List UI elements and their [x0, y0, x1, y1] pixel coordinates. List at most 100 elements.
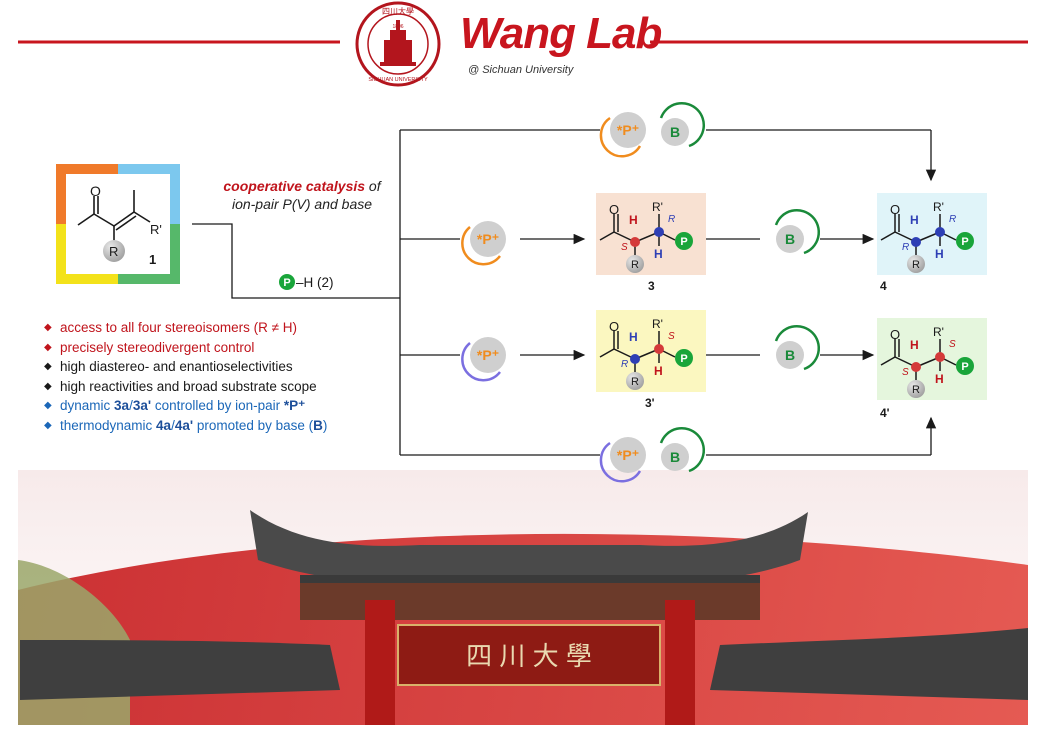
product-3-label: 3 — [648, 279, 655, 293]
bullet-compound: 3a' — [132, 398, 152, 414]
bullet-compound: 3a — [114, 398, 130, 414]
diamond-bullet-icon: ◆ — [44, 341, 52, 353]
bullet-text: thermodynamic — [60, 417, 157, 433]
bullet-sep: / — [129, 398, 133, 414]
p4-p: P — [961, 236, 968, 248]
p4-r-prime: R' — [933, 200, 944, 214]
cooperative-of: of — [368, 178, 381, 194]
bullet-text: ) — [322, 417, 328, 433]
list-item: ◆ dynamic 3a/3a' controlled by ion-pair … — [44, 396, 414, 416]
p4-oxygen: O — [890, 202, 900, 217]
bullet-text: promoted by base ( — [193, 417, 314, 433]
p3-config-r: R — [668, 214, 675, 225]
bullet-text: precisely stereodivergent control — [60, 339, 255, 355]
bullet-text: dynamic — [60, 398, 115, 414]
list-item: ◆ precisely stereodivergent control — [44, 338, 414, 358]
bullet-text: controlled by ion-pair — [151, 398, 284, 414]
banner-photo: 四 川 大 學 — [18, 470, 1028, 728]
gate-side-roof-right — [710, 628, 1028, 700]
p4-h-2: H — [935, 247, 944, 261]
diamond-bullet-icon: ◆ — [44, 380, 52, 392]
start-r-label: R — [109, 244, 118, 259]
catalyst-purple-label: *P⁺ — [477, 347, 499, 363]
list-item: ◆ thermodynamic 4a/4a' promoted by base … — [44, 416, 414, 436]
p3-p: P — [680, 236, 687, 248]
base-lower-label: B — [785, 347, 795, 363]
cooperative-line2: ion-pair P(V) and base — [231, 196, 373, 212]
start-r-prime: R' — [150, 222, 162, 237]
catalyst-top-combo: *P⁺ B — [599, 101, 706, 158]
product-4-prime: O H H S S R' R P 4' — [877, 318, 987, 420]
p4p-config-s1: S — [902, 367, 909, 378]
catalyst-top-label: *P⁺ — [617, 122, 639, 138]
p3p-h-blue: H — [629, 330, 638, 344]
p4p-r: R — [912, 384, 920, 396]
p4-h-1: H — [910, 213, 919, 227]
p4p-oxygen: O — [890, 327, 900, 342]
p3p-h-red: H — [654, 364, 663, 378]
seal-year: 1896 — [392, 24, 403, 30]
catalyst-orange-label: *P⁺ — [477, 231, 499, 247]
p3p-p: P — [680, 353, 687, 365]
p3p-config-s: S — [668, 331, 675, 342]
base-upper-label: B — [785, 231, 795, 247]
p4p-h-2: H — [935, 372, 944, 386]
p4p-p: P — [961, 361, 968, 373]
p3p-oxygen: O — [609, 319, 619, 334]
cooperative-caption: cooperative catalysis of ion-pair P(V) a… — [198, 177, 406, 213]
list-item: ◆ high diastereo- and enantioselectiviti… — [44, 357, 414, 377]
feature-list: ◆ access to all four stereoisomers (R ≠ … — [44, 318, 414, 436]
catalyst-orange: *P⁺ — [461, 221, 506, 266]
gate-pillar-left — [365, 600, 395, 725]
p4p-h-1: H — [910, 338, 919, 352]
reagent-2: P –H (2) — [279, 274, 334, 290]
lab-logo-subtitle: @ Sichuan University — [468, 64, 574, 76]
diamond-bullet-icon: ◆ — [44, 322, 52, 333]
p3-r-prime: R' — [652, 200, 663, 214]
p4p-r-prime: R' — [933, 325, 944, 339]
p4p-config-s2: S — [949, 339, 956, 350]
product-4-prime-label: 4' — [880, 406, 890, 420]
base-middle-lower: B — [774, 324, 821, 371]
start-r-ball — [103, 240, 125, 262]
diamond-bullet-icon: ◆ — [44, 361, 52, 373]
bullet-compound: 4a' — [174, 417, 194, 433]
bullet-text: high reactivities and broad substrate sc… — [60, 378, 317, 394]
p3-oxygen: O — [609, 202, 619, 217]
diamond-bullet-icon: ◆ — [44, 400, 52, 412]
seal-characters: 四川大學 — [382, 6, 414, 16]
product-3-prime: O H H R S R' R P 3' — [596, 310, 706, 410]
base-bottom-label: B — [670, 449, 680, 465]
list-item: ◆ access to all four stereoisomers (R ≠ … — [44, 318, 414, 338]
bullet-compound: 4a — [156, 417, 172, 433]
start-compound-label: 1 — [149, 252, 156, 267]
lab-logo-title: Wang Lab — [460, 9, 662, 58]
reagent-text: –H (2) — [296, 275, 334, 290]
p3p-config-r: R — [621, 359, 628, 370]
p3-h-blue: H — [654, 247, 663, 261]
base-top-label: B — [670, 124, 680, 140]
gate-side-roof-left — [20, 640, 340, 700]
p3p-r: R — [631, 376, 639, 388]
catalyst-purple: *P⁺ — [461, 337, 506, 382]
start-oxygen: O — [90, 183, 101, 199]
p4-config-r2: R — [949, 214, 956, 225]
bullet-sep: / — [171, 417, 175, 433]
p3-h-red: H — [629, 213, 638, 227]
gate-plaque-text: 四 川 大 學 — [466, 641, 592, 671]
list-item: ◆ high reactivities and broad substrate … — [44, 377, 414, 397]
product-4: O H H R R R' R P 4 — [877, 193, 987, 293]
p4-r: R — [912, 259, 920, 271]
seal-ring-text: SICHUAN UNIVERSITY — [368, 77, 428, 83]
p3-r: R — [631, 259, 639, 271]
gate-plaque — [397, 624, 661, 686]
p3p-r-prime: R' — [652, 317, 663, 331]
product-4-label: 4 — [880, 279, 887, 293]
university-seal: 四川大學 1896 SICHUAN UNIVERSITY — [355, 1, 441, 87]
p3-config-s: S — [621, 242, 628, 253]
catalyst-bottom-combo: *P⁺ B — [599, 426, 706, 483]
gate-upper-roof — [250, 510, 808, 585]
reagent-p: P — [283, 277, 290, 289]
bullet-text: access to all four stereoisomers (R ≠ H) — [60, 320, 297, 335]
gate-pillar-right — [665, 600, 695, 725]
